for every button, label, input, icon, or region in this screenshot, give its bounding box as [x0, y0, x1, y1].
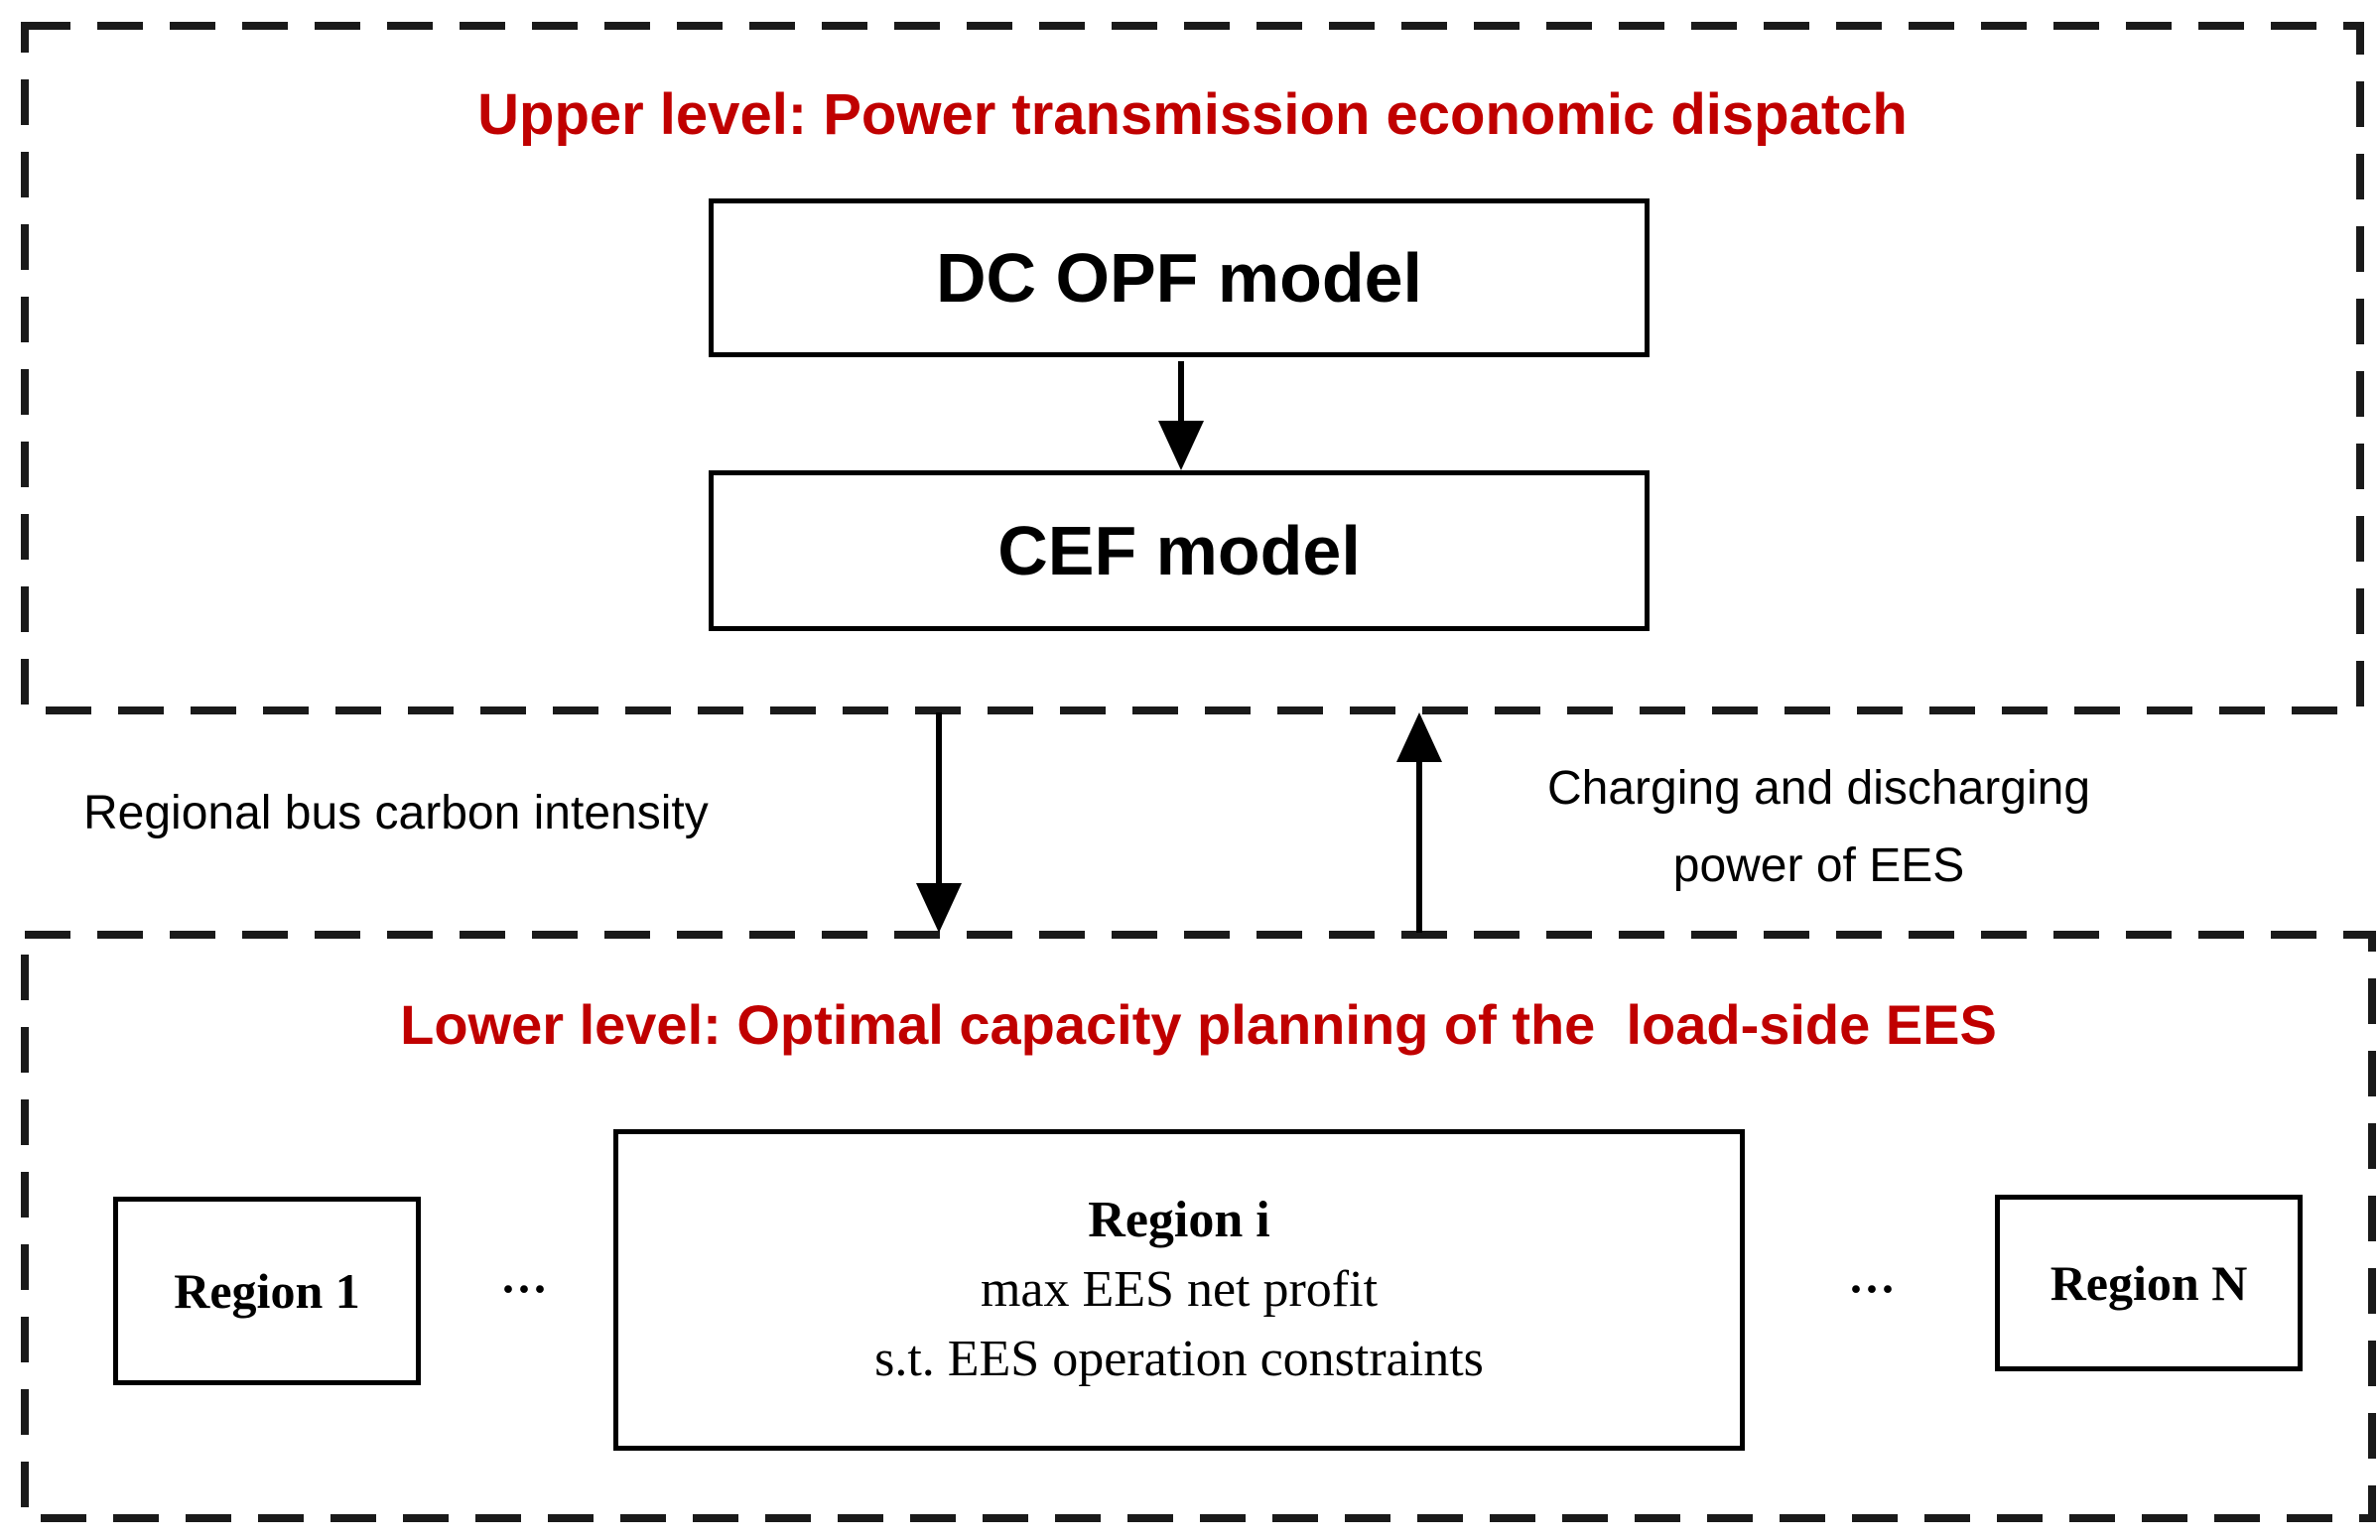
charging-discharging-label-line2: power of EES	[1672, 839, 1965, 892]
region-1-box: Region 1	[113, 1197, 421, 1385]
region-i-box: Region i max EES net profit s.t. EES ope…	[613, 1129, 1745, 1451]
lower-level-dashed-border	[21, 931, 2376, 1522]
upper-level-title: Upper level: Power transmission economic…	[477, 82, 1908, 147]
region-n-box: Region N	[1995, 1195, 2303, 1371]
dc-opf-model-label: DC OPF model	[935, 239, 1423, 317]
arrowhead-down-icon	[1158, 421, 1204, 470]
arrow-dcopf-to-cef	[1158, 361, 1204, 470]
charging-discharging-label-line1: Charging and discharging	[1546, 762, 2091, 815]
lower-level-title: Lower level: Optimal capacity planning o…	[400, 993, 1997, 1056]
cef-model-label: CEF model	[997, 512, 1361, 589]
cef-model-box: CEF model	[709, 470, 1650, 631]
arrow-lower-to-upper	[1396, 712, 1442, 933]
ellipsis-left: ···	[499, 1263, 549, 1316]
upper-level-dashed-border	[21, 22, 2364, 714]
region-n-label: Region N	[2049, 1255, 2248, 1311]
arrow-upper-to-lower	[916, 712, 962, 933]
arrowhead-up-icon	[1396, 712, 1442, 762]
region-i-constraints: s.t. EES operation constraints	[874, 1331, 1484, 1387]
region-1-label: Region 1	[174, 1263, 360, 1319]
region-i-objective: max EES net profit	[980, 1261, 1379, 1318]
dc-opf-model-box: DC OPF model	[709, 198, 1650, 357]
ellipsis-right: ···	[1847, 1263, 1897, 1316]
arrowhead-down-icon	[916, 883, 962, 933]
region-i-title: Region i	[1088, 1192, 1270, 1248]
charging-discharging-label: Charging and discharging power of EES	[1474, 750, 2164, 905]
regional-bus-carbon-intensity-label: Regional bus carbon intensity	[83, 787, 709, 839]
